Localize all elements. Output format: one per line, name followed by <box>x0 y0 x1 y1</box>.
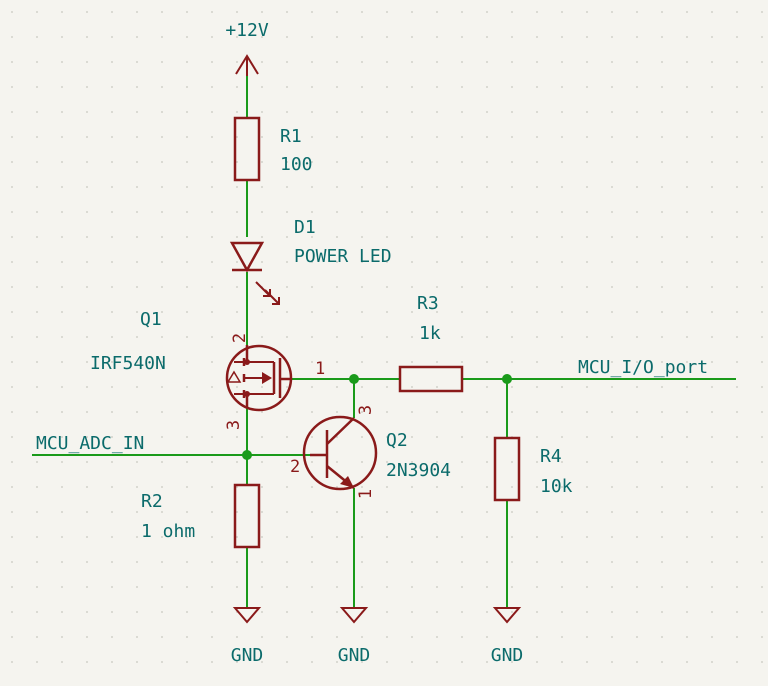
resistor-r3[interactable] <box>398 365 464 393</box>
gnd-symbol-r2[interactable] <box>232 607 262 624</box>
q1-gate-pin: 1 <box>315 359 325 379</box>
mosfet-q1[interactable] <box>225 344 293 412</box>
r4-value: 10k <box>540 476 573 497</box>
gnd-symbol-r4[interactable] <box>492 607 522 624</box>
resistor-r2[interactable] <box>233 483 261 549</box>
q2-reference: Q2 <box>386 430 408 451</box>
led-d1[interactable] <box>229 241 280 305</box>
power-12v-symbol[interactable] <box>235 54 259 76</box>
r3-value: 1k <box>419 323 441 344</box>
gnd-symbol-q2[interactable] <box>339 607 369 624</box>
q2-value: 2N3904 <box>386 460 451 481</box>
r3-reference: R3 <box>417 293 439 314</box>
q1-source-pin: 3 <box>224 420 244 430</box>
d1-value: POWER LED <box>294 246 392 267</box>
junction-q1-gate <box>349 374 359 384</box>
resistor-r4[interactable] <box>493 436 521 502</box>
junction-io <box>502 374 512 384</box>
q1-drain-pin: 2 <box>230 333 250 343</box>
pin-numbers: 2 1 3 2 3 1 <box>224 333 376 499</box>
r1-value: 100 <box>280 154 313 175</box>
transistor-q2[interactable] <box>302 415 378 491</box>
gnd-label-q2: GND <box>338 645 371 666</box>
d1-reference: D1 <box>294 217 316 238</box>
gnd-label-r2: GND <box>231 645 264 666</box>
r1-reference: R1 <box>280 126 302 147</box>
junction-adc <box>242 450 252 460</box>
q2-emitter-pin: 1 <box>356 489 376 499</box>
q1-reference: Q1 <box>140 309 162 330</box>
gnd-label-r4: GND <box>491 645 524 666</box>
r2-value: 1 ohm <box>141 521 195 542</box>
vcc-label: +12V <box>225 20 269 41</box>
io-net-label: MCU_I/O_port <box>578 357 708 378</box>
r2-reference: R2 <box>141 491 163 512</box>
junctions <box>242 374 512 460</box>
r4-reference: R4 <box>540 446 562 467</box>
q2-base-pin: 2 <box>290 457 300 477</box>
q2-collector-pin: 3 <box>356 405 376 415</box>
grid-dots <box>11 11 763 663</box>
q1-value: IRF540N <box>90 353 166 374</box>
resistor-r1[interactable] <box>233 116 261 182</box>
adc-net-label: MCU_ADC_IN <box>36 433 144 454</box>
labels: +12V R1 100 D1 POWER LED Q1 IRF540N R3 1… <box>36 20 708 666</box>
